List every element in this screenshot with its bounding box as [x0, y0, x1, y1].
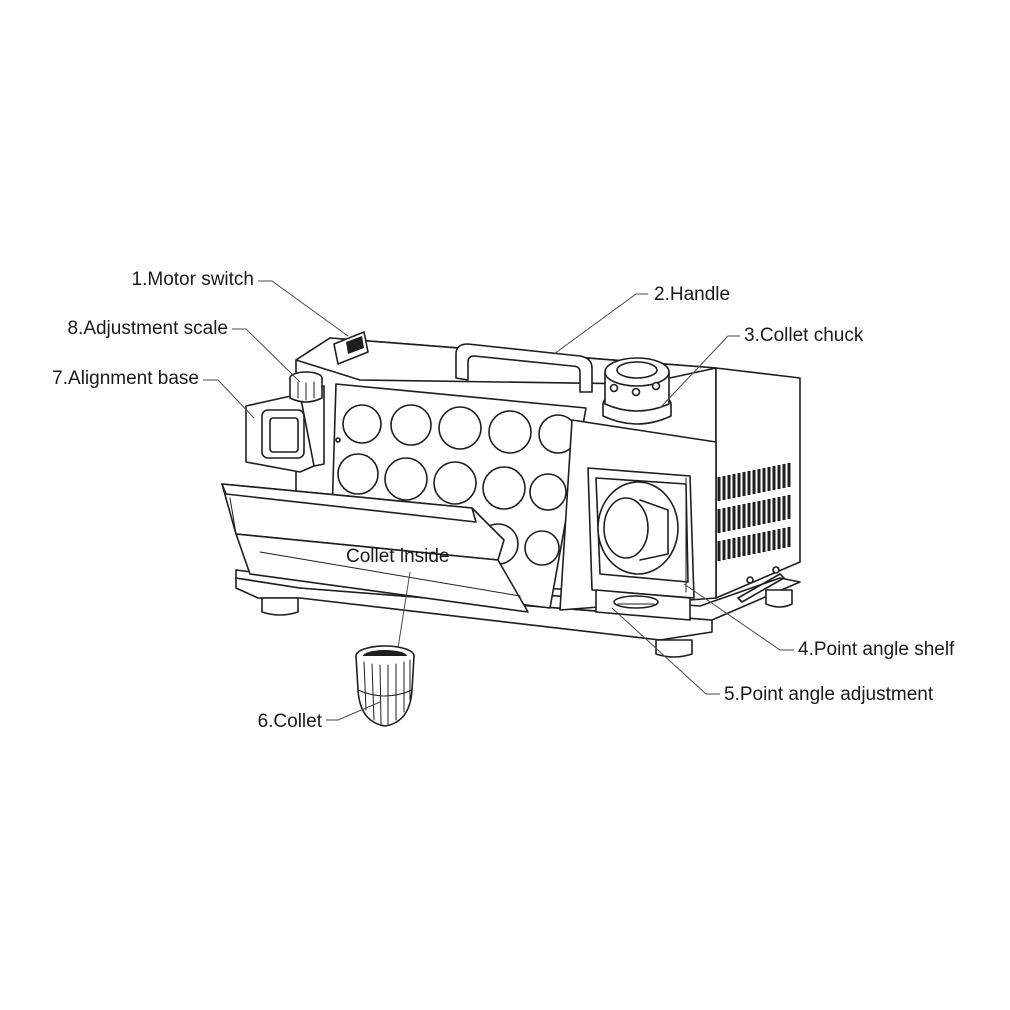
- alignment-base-drawing: [245, 385, 325, 473]
- collet-drawing: [355, 645, 415, 727]
- leader-lines: [203, 280, 794, 721]
- collet-chuck-drawing: [602, 357, 672, 425]
- label-collet: 6.Collet: [257, 711, 322, 732]
- adjustment-scale-drawing: [289, 371, 323, 403]
- label-point-angle-adjustment: 5.Point angle adjustment: [724, 684, 934, 705]
- rubber-feet: [261, 589, 793, 658]
- label-handle: 2.Handle: [654, 284, 731, 305]
- grinding-module: [559, 419, 717, 611]
- point-angle-plate: [595, 589, 691, 621]
- motor-switch-drawing: [333, 331, 369, 365]
- label-adjustment-scale: 8.Adjustment scale: [67, 318, 228, 339]
- collet-tray: [221, 483, 529, 613]
- label-motor-switch: 1.Motor switch: [131, 269, 254, 290]
- handle-drawing: [455, 343, 593, 393]
- label-collet-chuck: 3.Collet chuck: [744, 325, 864, 346]
- label-point-angle-shelf: 4.Point angle shelf: [798, 639, 955, 660]
- label-collet-inside: Collet inside: [346, 546, 450, 567]
- label-alignment-base: 7.Alignment base: [52, 368, 199, 389]
